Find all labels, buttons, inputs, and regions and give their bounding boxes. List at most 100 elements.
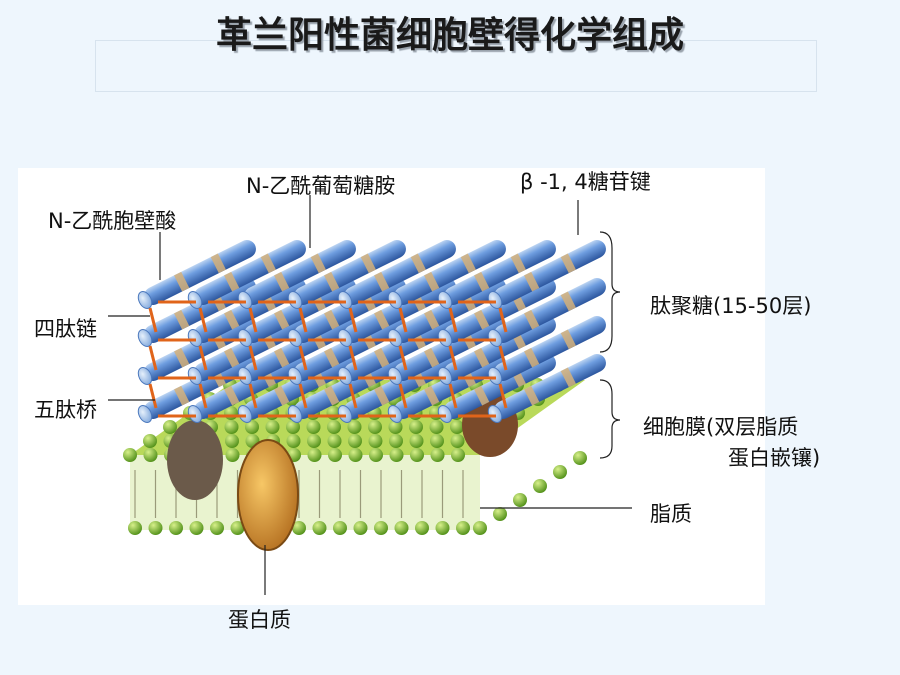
lipid-head <box>450 420 464 434</box>
lipid-head <box>456 521 470 535</box>
lipid-head <box>410 448 424 462</box>
lipid-head <box>169 521 183 535</box>
lipid-head <box>553 465 567 479</box>
lipid-head <box>210 521 224 535</box>
lipid-head <box>292 521 306 535</box>
peptide-bridge <box>298 383 308 409</box>
lipid-head <box>143 434 157 448</box>
lipid-head <box>348 448 363 462</box>
peptide-bridge <box>248 345 258 371</box>
peptide-bridge <box>398 307 408 333</box>
lipid-head <box>328 448 342 462</box>
lipid-head <box>327 434 342 448</box>
peptide-bridge <box>348 383 358 409</box>
lipid-head <box>312 521 327 535</box>
peptide-bridge <box>248 307 258 333</box>
lipid-head <box>389 448 404 462</box>
lipid-head <box>430 448 445 462</box>
glycan-strand <box>487 354 606 423</box>
lipid-head <box>394 521 409 535</box>
lipid-head <box>450 434 465 448</box>
peptide-bridge <box>148 307 158 333</box>
lipid-head <box>245 420 259 434</box>
peptide-bridge <box>148 383 158 409</box>
label-pentapeptide-bridge: 五肽桥 <box>34 398 97 422</box>
lipid-head <box>435 521 450 535</box>
lipid-head <box>409 434 424 448</box>
lipid-head <box>189 521 204 535</box>
lipid-head <box>123 448 137 462</box>
label-lipid: 脂质 <box>650 502 692 526</box>
peptide-bridge <box>448 307 458 333</box>
lipid-head <box>513 493 527 507</box>
glycan-strand <box>487 278 606 347</box>
lipid-head <box>265 420 280 434</box>
lipid-head <box>409 420 423 434</box>
peptide-bridge <box>298 345 308 371</box>
lipid-head <box>286 434 301 448</box>
lipid-head <box>388 420 403 434</box>
lipid-head <box>429 420 444 434</box>
lipid-head <box>415 521 429 535</box>
lipid-head <box>533 479 547 493</box>
peptide-bridge <box>198 383 208 409</box>
protein-dark-left <box>167 420 223 500</box>
leader-lines <box>108 195 632 595</box>
lipid-head <box>353 521 368 535</box>
lipid-head <box>451 448 465 462</box>
lipid-head <box>369 448 383 462</box>
lipid-head <box>389 434 403 448</box>
lipid-head <box>224 420 239 434</box>
peptide-bridge <box>298 307 308 333</box>
glycan-strand <box>287 240 406 309</box>
glycan-strand <box>237 240 356 309</box>
glycan-strand <box>137 240 256 309</box>
lipid-head <box>128 521 142 535</box>
glycan-strand <box>337 240 456 309</box>
lipid-head <box>333 521 347 535</box>
peptide-bridge <box>448 345 458 371</box>
lipid-head <box>368 434 383 448</box>
lipid-head <box>348 434 362 448</box>
lipid-head <box>306 420 321 434</box>
lipid-head <box>430 434 444 448</box>
label-cell-membrane-line2: 蛋白嵌镶) <box>728 446 821 470</box>
title-frame <box>95 40 817 92</box>
lipid-head <box>286 420 300 434</box>
lipid-head <box>143 448 158 462</box>
lipid-head <box>573 451 587 465</box>
peptide-bridge <box>348 307 358 333</box>
peptide-bridge <box>148 345 158 371</box>
peptide-bridge <box>498 383 508 409</box>
lipid-head <box>307 448 322 462</box>
lipid-head <box>493 507 507 521</box>
lipid-head <box>368 420 382 434</box>
protein-large <box>237 439 299 551</box>
label-cell-membrane-line1: 细胞膜(双层脂质 <box>643 415 799 439</box>
label-n-acetylmuramic-acid: N-乙酰胞壁酸 <box>48 209 177 233</box>
peptide-bridge <box>348 345 358 371</box>
peptide-bridge <box>498 307 508 333</box>
peptide-bridge <box>448 383 458 409</box>
lipid-head <box>327 420 341 434</box>
glycan-strand <box>487 240 606 309</box>
peptidoglycan-lattice <box>137 240 606 423</box>
lipid-head <box>347 420 362 434</box>
label-peptidoglycan: 肽聚糖(15-50层) <box>650 294 812 318</box>
label-tetrapeptide-chain: 四肽链 <box>34 317 97 341</box>
glycan-strand <box>387 240 506 309</box>
peptide-bridge <box>198 345 208 371</box>
lipid-head <box>163 420 177 434</box>
glycan-strand <box>487 316 606 385</box>
label-n-acetylglucosamine: N-乙酰葡萄糖胺 <box>246 174 396 198</box>
glycan-strand <box>437 240 556 309</box>
page-title: 革兰阳性菌细胞壁得化学组成 <box>215 15 684 56</box>
peptide-bridge <box>498 345 508 371</box>
lipid-head <box>307 434 321 448</box>
lipid-head <box>148 521 163 535</box>
peptide-bridge <box>398 383 408 409</box>
label-beta-1-4-glycosidic-bond: β -1, 4糖苷键 <box>520 170 651 194</box>
lipid-head <box>225 434 239 448</box>
lipid-head <box>473 521 487 535</box>
